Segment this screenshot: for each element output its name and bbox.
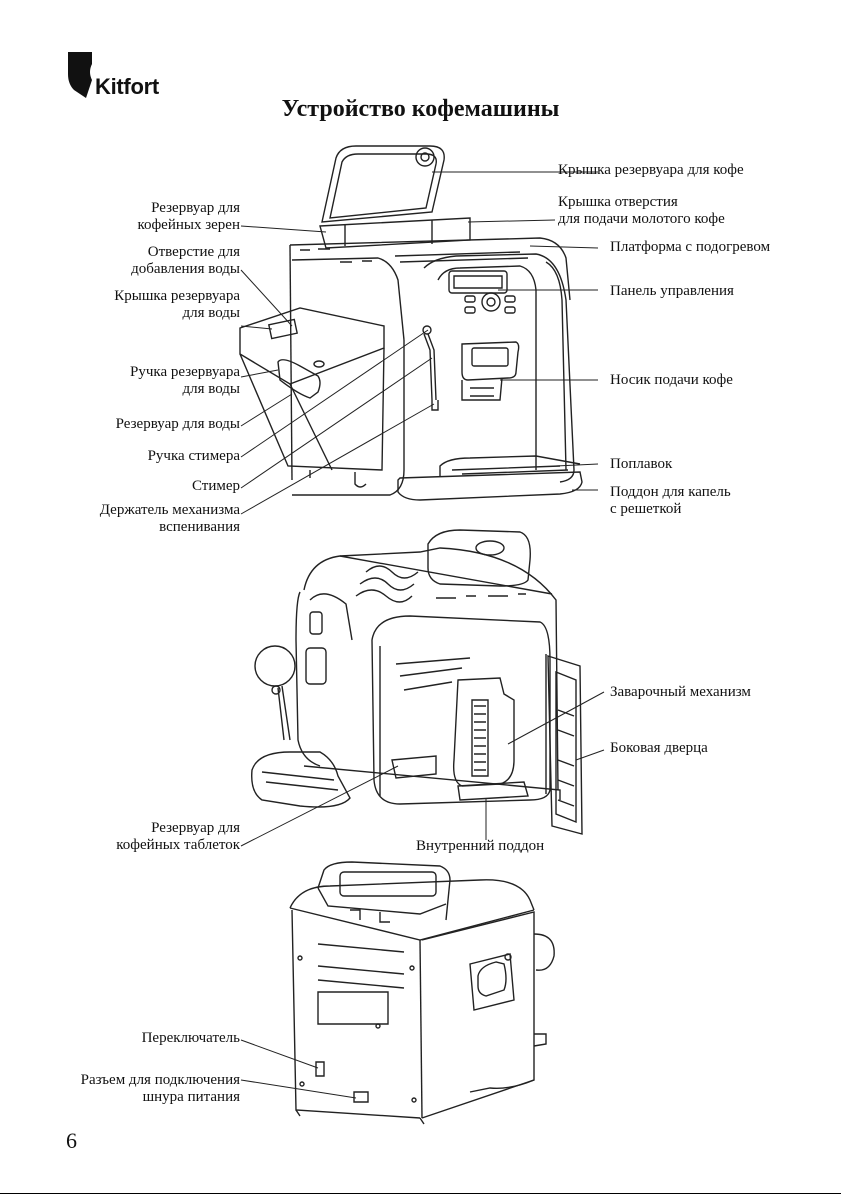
logo-mark-icon: [68, 52, 92, 98]
label-line: Носик подачи кофе: [610, 372, 733, 388]
label-power-socket: Разъем для подключения шнура питания: [40, 1072, 240, 1106]
figure3-back-view: [290, 862, 554, 1124]
label-line: Боковая дверца: [610, 740, 708, 756]
label-steamer: Стимер: [60, 478, 240, 495]
brand-name: Kitfort: [95, 74, 159, 99]
label-line: Разъем для подключения: [80, 1072, 240, 1088]
label-line: Ручка резервуара: [130, 364, 240, 380]
label-line: Заварочный механизм: [610, 684, 751, 700]
label-line: кофейных таблеток: [116, 837, 240, 853]
label-side-door: Боковая дверца: [610, 740, 708, 757]
label-frother-holder: Держатель механизма вспенивания: [60, 502, 240, 536]
label-ground-coffee-lid: Крышка отверстия для подачи молотого коф…: [558, 194, 725, 228]
label-float: Поплавок: [610, 456, 672, 473]
label-coffee-tank-lid: Крышка резервуара для кофе: [558, 162, 744, 179]
label-line: Поддон для капель: [610, 484, 731, 500]
label-bean-reservoir: Резервуар для кофейных зерен: [80, 200, 240, 234]
label-line: Отверстие для: [147, 244, 240, 260]
label-line: вспенивания: [159, 519, 240, 535]
label-brewing-unit: Заварочный механизм: [610, 684, 751, 701]
figure2-side-open-view: [252, 530, 582, 834]
page-number: 6: [66, 1128, 77, 1153]
label-line: Держатель механизма: [99, 502, 240, 518]
label-line: с решеткой: [610, 501, 682, 517]
figure1-front-view: [240, 146, 582, 500]
label-line: Панель управления: [610, 283, 734, 299]
label-warming-platform: Платформа с подогревом: [610, 239, 770, 256]
label-line: для подачи молотого кофе: [558, 211, 725, 227]
label-water-inlet: Отверстие для добавления воды: [80, 244, 240, 278]
label-line: Крышка резервуара для кофе: [558, 162, 744, 178]
label-line: Резервуар для воды: [115, 416, 240, 432]
label-line: Крышка отверстия: [558, 194, 678, 210]
label-line: Резервуар для: [151, 200, 240, 216]
label-line: шнура питания: [142, 1089, 240, 1105]
label-power-switch: Переключатель: [60, 1030, 240, 1047]
label-line: Поплавок: [610, 456, 673, 472]
label-line: Резервуар для: [151, 820, 240, 836]
label-line: Ручка стимера: [147, 448, 240, 464]
bottom-rule: [0, 1193, 841, 1194]
label-line: Крышка резервуара: [114, 288, 240, 304]
label-steamer-handle: Ручка стимера: [60, 448, 240, 465]
page-title: Устройство кофемашины: [281, 96, 560, 122]
label-water-tank-handle: Ручка резервуара для воды: [80, 364, 240, 398]
label-line: Стимер: [191, 478, 240, 494]
leader-lines: [241, 172, 604, 1098]
label-control-panel: Панель управления: [610, 283, 734, 300]
label-drip-tray: Поддон для капель с решеткой: [610, 484, 731, 518]
label-line: Внутренний поддон: [416, 838, 545, 854]
label-water-tank-lid: Крышка резервуара для воды: [80, 288, 240, 322]
label-line: кофейных зерен: [137, 217, 240, 233]
label-line: Переключатель: [141, 1030, 240, 1046]
label-inner-tray: Внутренний поддон: [416, 838, 544, 855]
label-tablet-reservoir: Резервуар для кофейных таблеток: [60, 820, 240, 854]
label-water-tank: Резервуар для воды: [60, 416, 240, 433]
label-line: добавления воды: [131, 261, 240, 277]
label-coffee-spout: Носик подачи кофе: [610, 372, 733, 389]
kitfort-logo: [68, 52, 92, 98]
label-line: Платформа с подогревом: [610, 239, 771, 255]
label-line: для воды: [182, 305, 240, 321]
label-line: для воды: [182, 381, 240, 397]
